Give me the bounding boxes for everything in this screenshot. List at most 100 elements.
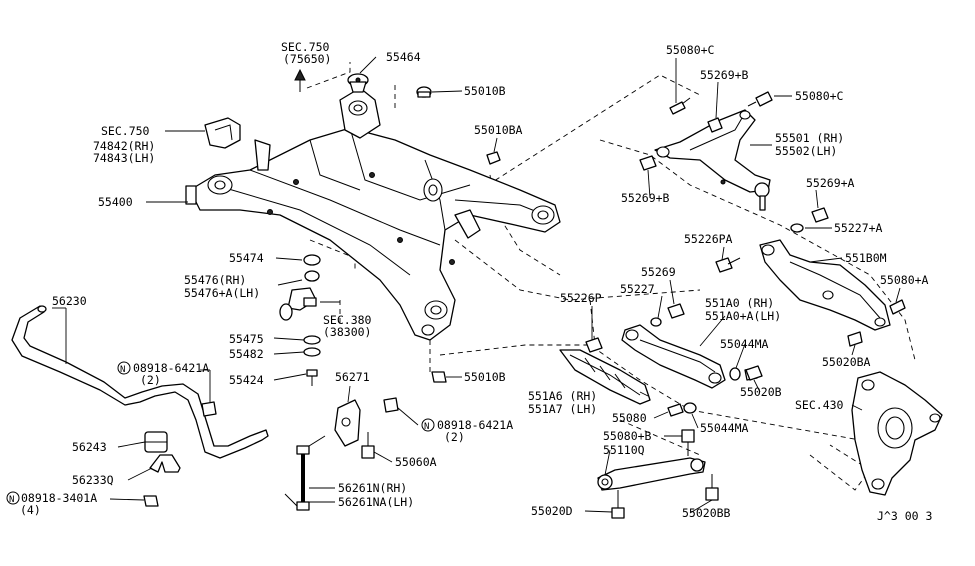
lower-arm-551A0 — [621, 324, 726, 389]
label-55044MA-bot: 55044MA — [700, 421, 749, 435]
label-551A0lh: 551A0+A(LH) — [705, 309, 781, 323]
label-55269A: 55269+A — [806, 176, 855, 190]
label-08918-3401A: 08918-3401A — [21, 491, 97, 505]
label-56233Q: 56233Q — [72, 473, 114, 487]
lateral-link-55110Q — [597, 457, 706, 491]
label-ref-code: J^3 00 3 — [877, 509, 932, 523]
upper-mount-insulator — [347, 73, 369, 93]
label-55226P: 55226P — [560, 291, 602, 305]
bolt-55226P — [585, 337, 603, 353]
nut-55269A — [811, 207, 829, 223]
label-551B0M: 551B0M — [845, 251, 887, 265]
label-55475: 55475 — [229, 332, 264, 346]
stabilizer-bar-56230 — [11, 305, 269, 459]
label-55269B-mid: 55269+B — [621, 191, 670, 205]
arrow-up-icon — [294, 68, 306, 92]
nut-stab-clamp — [201, 401, 217, 417]
label-55424: 55424 — [229, 373, 264, 387]
label-55226PA: 55226PA — [684, 232, 733, 246]
label-08918-6421A-1: 08918-6421A — [133, 361, 209, 375]
label-55227: 55227 — [620, 282, 655, 296]
label-56261NA: 56261NA(LH) — [338, 495, 414, 509]
nut-08918-3401A — [143, 495, 159, 507]
label-551A0rh: 551A0 (RH) — [705, 296, 774, 310]
label-08918-6421A-2-qty: (2) — [444, 430, 465, 444]
label-sec380-sub: (38300) — [323, 325, 371, 339]
label-08918-6421A-2: 08918-6421A — [437, 418, 513, 432]
nut-55020B — [745, 365, 763, 381]
nut-55020BA — [847, 331, 863, 347]
brace-551A6 — [559, 349, 651, 405]
nut-55269 — [667, 303, 685, 319]
rear-axle-knuckle — [851, 371, 943, 496]
label-551A6: 551A6 (RH) — [528, 389, 597, 403]
label-55060A: 55060A — [395, 455, 437, 469]
label-55020B: 55020B — [740, 385, 782, 399]
svg-text:N: N — [424, 422, 429, 432]
nut-08918-6421A-2 — [383, 397, 399, 413]
label-55269B-top: 55269+B — [700, 68, 749, 82]
label-55474: 55474 — [229, 251, 264, 265]
label-55502: 55502(LH) — [775, 144, 837, 158]
label-55080B-bot: 55080+B — [603, 429, 652, 443]
label-55010B-bot: 55010B — [464, 370, 506, 384]
label-sec750-top: SEC.750 — [281, 40, 330, 54]
label-55501: 55501 (RH) — [775, 131, 844, 145]
bolt-55080B-bot — [681, 429, 695, 456]
label-56271: 56271 — [335, 370, 370, 384]
nut-55010BA — [486, 151, 501, 165]
bolt-55080 — [667, 403, 684, 417]
label-551A7: 551A7 (LH) — [528, 402, 597, 416]
bolt-55226PA — [715, 257, 741, 273]
nut-type-marks: N N N — [6, 361, 435, 505]
label-55020D: 55020D — [531, 504, 573, 518]
center-mount-stack — [279, 254, 321, 386]
washer-55227A — [790, 223, 804, 233]
clamp-56233Q — [149, 454, 181, 473]
label-55020BB: 55020BB — [682, 506, 731, 520]
nut-55020BB — [705, 474, 719, 501]
stabilizer-link-56261N — [284, 435, 326, 511]
label-sec430: SEC.430 — [795, 398, 844, 412]
label-56230: 56230 — [52, 294, 87, 308]
leader-lines — [52, 56, 901, 514]
n-mark-2 — [421, 418, 435, 432]
label-55476lh: 55476+A(LH) — [184, 286, 260, 300]
label-55080C-top: 55080+C — [666, 43, 715, 57]
washer-55044MA-bot — [683, 402, 697, 414]
upper-link-55501 — [654, 109, 771, 211]
bolt-55080A — [889, 299, 906, 315]
differential-mount-bracket — [204, 117, 241, 149]
label-55044MA-top: 55044MA — [720, 337, 769, 351]
label-08918-3401A-qty: (4) — [20, 503, 41, 517]
part-labels: SEC.750 (75650) 55464 55010B 55080+C 552… — [20, 40, 932, 523]
label-74843: 74843(LH) — [93, 151, 155, 165]
bushing-56243 — [144, 431, 168, 453]
bolt-55060A — [361, 432, 375, 459]
label-55010B-top: 55010B — [464, 84, 506, 98]
label-55269: 55269 — [641, 265, 676, 279]
label-sec750-left: SEC.750 — [101, 124, 150, 138]
bolt-55080C-right — [747, 91, 773, 107]
svg-text:N: N — [9, 495, 14, 505]
nut-55020D — [611, 490, 625, 519]
label-55020BA: 55020BA — [822, 355, 871, 369]
label-55400: 55400 — [98, 195, 133, 209]
washer-55227 — [650, 317, 662, 327]
n-mark-1 — [117, 361, 131, 375]
n-mark-3 — [6, 491, 20, 505]
nut-55269B-mid — [639, 155, 657, 171]
label-56243: 56243 — [72, 440, 107, 454]
label-55227A: 55227+A — [834, 221, 883, 235]
label-sec380: SEC.380 — [323, 313, 372, 327]
nut-55269B-top — [707, 117, 723, 133]
label-55080C-right: 55080+C — [795, 89, 844, 103]
svg-text:N: N — [120, 365, 125, 375]
label-55482: 55482 — [229, 347, 264, 361]
nut-55010B-top — [416, 86, 432, 98]
label-74842: 74842(RH) — [93, 139, 155, 153]
label-55080: 55080 — [612, 411, 647, 425]
label-56261N: 56261N(RH) — [338, 481, 407, 495]
label-55110Q: 55110Q — [603, 443, 645, 457]
